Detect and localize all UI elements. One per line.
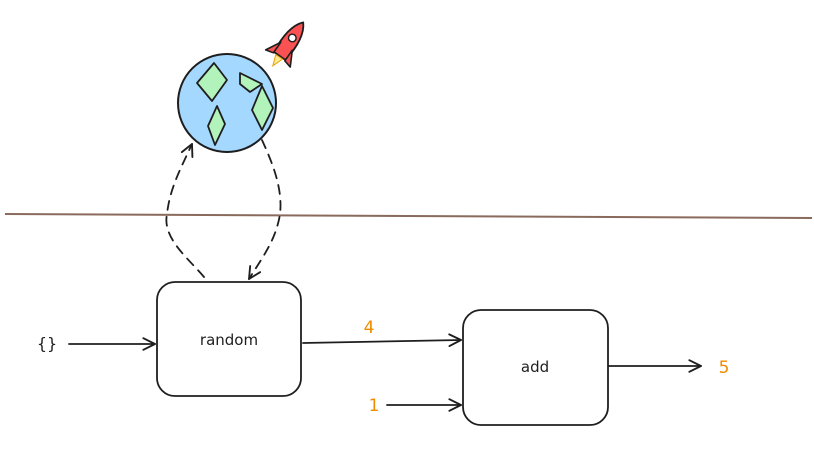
dashed-arrow-from-globe: [248, 139, 282, 280]
rocket-icon: [264, 21, 305, 68]
divider-line: [4, 213, 813, 219]
value-add-second-input: 1: [369, 396, 380, 416]
dashed-arrow-to-globe: [165, 143, 205, 278]
input-symbol: {}: [37, 334, 57, 353]
node-random-label: random: [200, 331, 258, 349]
node-random[interactable]: random: [156, 281, 302, 397]
globe-icon: [177, 53, 277, 153]
node-add[interactable]: add: [462, 309, 609, 426]
value-random-output: 4: [364, 318, 375, 338]
value-add-output: 5: [719, 358, 730, 378]
node-add-label: add: [521, 358, 549, 376]
arrow-random-to-add: [302, 333, 462, 347]
